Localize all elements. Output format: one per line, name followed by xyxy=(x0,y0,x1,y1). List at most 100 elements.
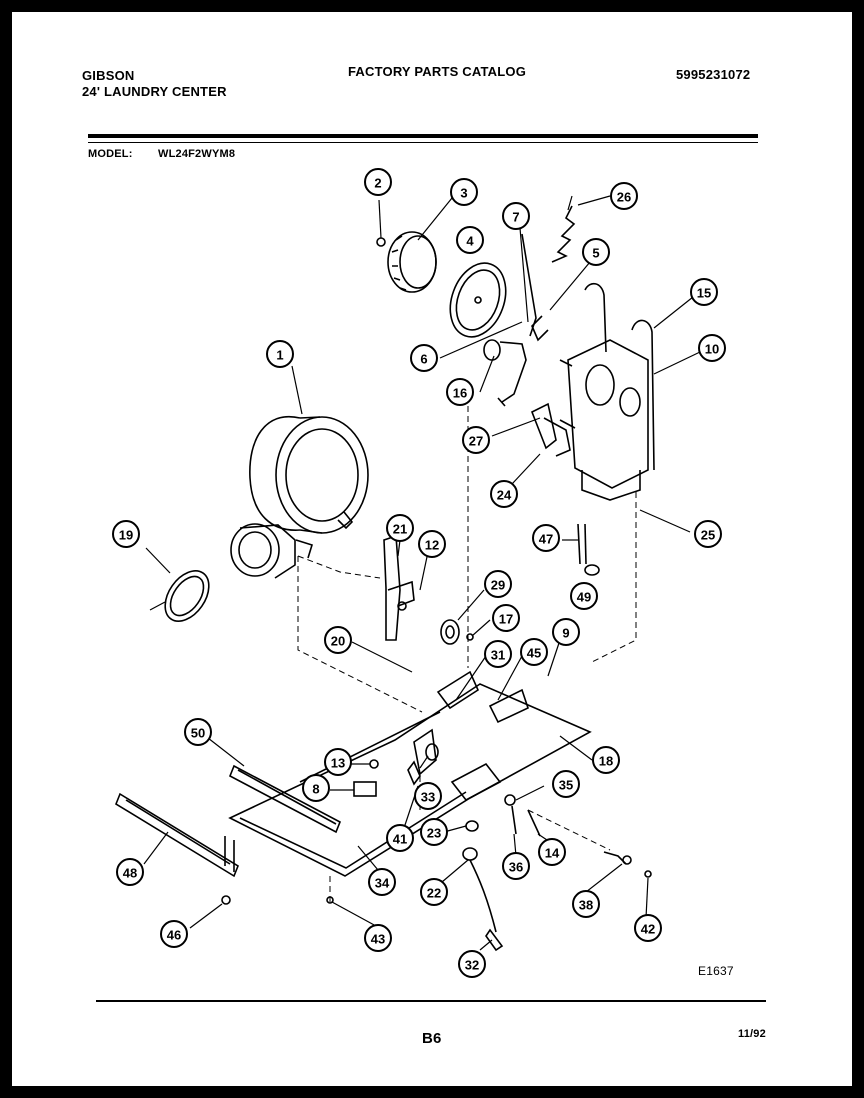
figure-code: E1637 xyxy=(698,964,734,978)
callout-number: 7 xyxy=(512,210,519,225)
callout-41: 41 xyxy=(386,824,414,852)
blower-wheel-part xyxy=(387,197,453,293)
callout-18: 18 xyxy=(592,746,620,774)
callout-number: 6 xyxy=(420,352,427,367)
callout-50: 50 xyxy=(184,718,212,746)
callout-34: 34 xyxy=(368,868,396,896)
callout-10: 10 xyxy=(698,334,726,362)
callout-45: 45 xyxy=(520,638,548,666)
page-code: B6 xyxy=(422,1030,442,1047)
callout-number: 31 xyxy=(491,648,505,663)
callout-number: 10 xyxy=(705,342,719,357)
callout-number: 27 xyxy=(469,434,483,449)
rail-48-part xyxy=(115,792,239,905)
callout-15: 15 xyxy=(690,278,718,306)
callout-labels: 1234567891012131415161718192021222324252… xyxy=(112,168,726,978)
catalog-number: 5995231072 xyxy=(676,67,751,82)
callout-number: 21 xyxy=(393,522,407,537)
callout-number: 43 xyxy=(371,932,385,947)
callout-7: 7 xyxy=(502,202,530,230)
rail-part xyxy=(228,764,342,834)
callout-1: 1 xyxy=(266,340,294,368)
exploded-parts-diagram: 1234567891012131415161718192021222324252… xyxy=(112,168,726,978)
callout-number: 4 xyxy=(466,234,474,249)
callout-number: 5 xyxy=(592,246,599,261)
callout-5: 5 xyxy=(582,238,610,266)
catalog-page: GIBSON 24' LAUNDRY CENTER FACTORY PARTS … xyxy=(12,12,852,1086)
callout-4: 4 xyxy=(456,226,484,254)
callout-48: 48 xyxy=(116,858,144,886)
callout-number: 16 xyxy=(453,386,467,401)
callout-33: 33 xyxy=(414,782,442,810)
pulley-part xyxy=(440,619,474,645)
callout-number: 24 xyxy=(497,488,512,503)
callout-2: 2 xyxy=(364,168,392,196)
callout-number: 9 xyxy=(562,626,569,641)
callout-number: 22 xyxy=(427,886,441,901)
callout-number: 50 xyxy=(191,726,205,741)
callout-number: 36 xyxy=(509,860,523,875)
blower-housing-part xyxy=(230,523,313,579)
callout-number: 3 xyxy=(460,186,467,201)
spring-part xyxy=(521,195,611,342)
callout-number: 2 xyxy=(374,176,381,191)
callout-29: 29 xyxy=(484,570,512,598)
callout-number: 47 xyxy=(539,532,553,547)
callout-number: 8 xyxy=(312,782,319,797)
brand-name: GIBSON xyxy=(82,68,135,83)
callout-35: 35 xyxy=(552,770,580,798)
callout-43: 43 xyxy=(364,924,392,952)
callout-6: 6 xyxy=(410,344,438,372)
callout-22: 22 xyxy=(420,878,448,906)
leader-lines xyxy=(143,195,701,951)
drum-part xyxy=(249,415,369,534)
callout-38: 38 xyxy=(572,890,600,918)
power-cord-part xyxy=(462,820,504,952)
callout-number: 17 xyxy=(499,612,513,627)
callout-25: 25 xyxy=(694,520,722,548)
callout-12: 12 xyxy=(418,530,446,558)
callout-number: 29 xyxy=(491,578,505,593)
callout-number: 1 xyxy=(276,348,283,363)
callout-number: 49 xyxy=(577,590,591,605)
product-name: 24' LAUNDRY CENTER xyxy=(82,84,227,99)
callout-36: 36 xyxy=(502,852,530,880)
callout-49: 49 xyxy=(570,582,598,610)
callout-number: 14 xyxy=(545,846,560,861)
callout-number: 20 xyxy=(331,634,345,649)
callout-16: 16 xyxy=(446,378,474,406)
callout-number: 48 xyxy=(123,866,137,881)
callout-number: 33 xyxy=(421,790,435,805)
callout-42: 42 xyxy=(634,914,662,942)
callout-number: 13 xyxy=(331,756,345,771)
motor-part xyxy=(559,282,655,501)
model-label: MODEL: xyxy=(88,148,133,160)
callout-number: 19 xyxy=(119,528,133,543)
model-number: WL24F2WYM8 xyxy=(158,148,236,160)
callout-number: 26 xyxy=(617,190,631,205)
callout-8: 8 xyxy=(302,774,330,802)
ring-seal-part xyxy=(145,547,210,622)
callout-number: 15 xyxy=(697,286,711,301)
motor-bracket-part xyxy=(530,402,571,457)
callout-20: 20 xyxy=(324,626,352,654)
date-code: 11/92 xyxy=(738,1028,766,1040)
callout-number: 12 xyxy=(425,538,439,553)
callout-23: 23 xyxy=(420,818,448,846)
callout-24: 24 xyxy=(490,480,518,508)
callout-number: 35 xyxy=(559,778,573,793)
header-rule xyxy=(88,134,758,138)
footer-rule xyxy=(96,1000,766,1002)
callout-number: 46 xyxy=(167,928,181,943)
callout-19: 19 xyxy=(112,520,140,548)
callout-21: 21 xyxy=(386,514,414,542)
callout-number: 32 xyxy=(465,958,479,973)
idler-part xyxy=(483,339,527,407)
callout-27: 27 xyxy=(462,426,490,454)
callout-number: 23 xyxy=(427,826,441,841)
catalog-title: FACTORY PARTS CATALOG xyxy=(348,64,527,79)
base-frame-part xyxy=(228,670,592,877)
callout-13: 13 xyxy=(324,748,352,776)
callout-number: 38 xyxy=(579,898,593,913)
header-rule-thin xyxy=(88,142,758,143)
